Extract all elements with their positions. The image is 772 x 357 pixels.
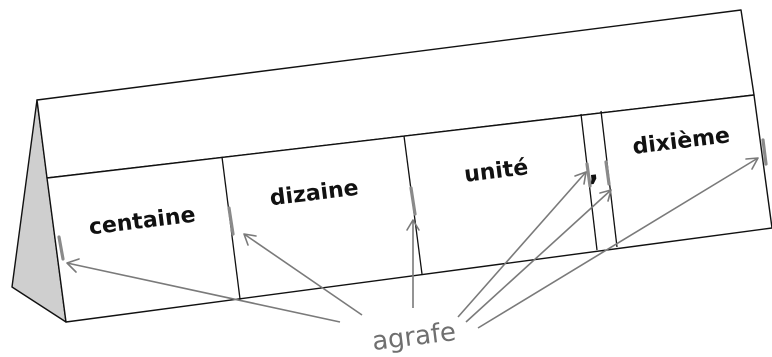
paper-front-face: [46, 94, 772, 323]
staple-3: [409, 186, 417, 216]
agrafe-arrows: [66, 157, 759, 329]
arrowhead-6: [745, 157, 759, 170]
agrafe-label: agrafe: [370, 317, 457, 357]
arrowhead-3: [406, 219, 420, 231]
arrowhead-1: [66, 258, 80, 273]
arrow-4: [457, 171, 587, 318]
arrowhead-4: [574, 171, 587, 185]
arrowhead-5: [599, 189, 612, 202]
staple-4: [585, 162, 592, 188]
staple-1: [57, 235, 65, 261]
staple-5: [604, 160, 611, 186]
arrow-1: [66, 262, 341, 323]
arrowhead-2: [243, 233, 257, 246]
arrow-5: [465, 189, 612, 323]
arrow-6: [477, 157, 759, 329]
arrow-2: [243, 233, 363, 316]
staple-6: [761, 138, 768, 166]
staple-2: [227, 206, 235, 236]
